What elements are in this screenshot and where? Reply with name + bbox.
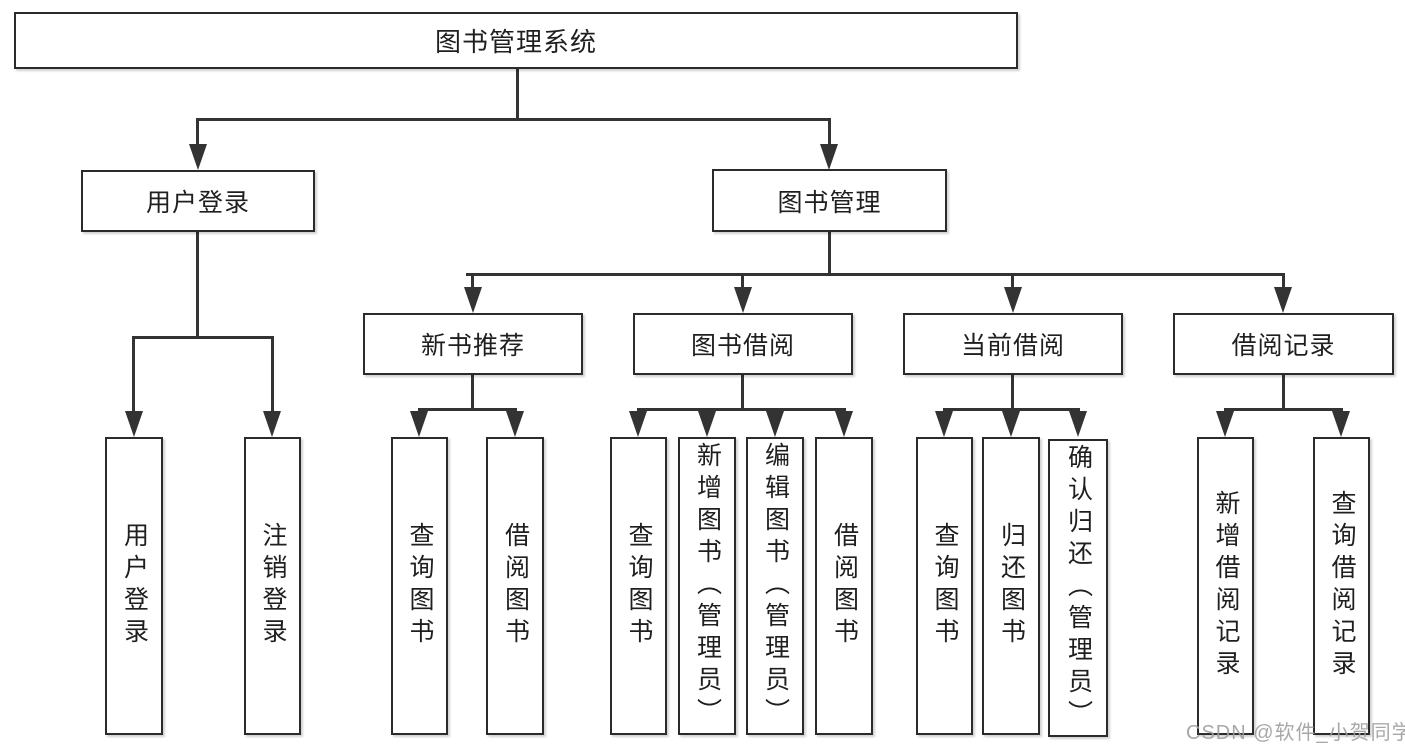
arrowhead-down-icon bbox=[1332, 411, 1350, 437]
leaf-logout: 注销登录 bbox=[244, 437, 301, 735]
connector-line bbox=[828, 230, 831, 275]
connector-line bbox=[1224, 408, 1343, 411]
leaf-return-book: 归还图书 bbox=[982, 437, 1040, 735]
node-book-management: 图书管理 bbox=[712, 169, 947, 232]
leaf-add-book-admin: 新增图书（管理员） bbox=[678, 437, 736, 735]
leaf-label: 查询借阅记录 bbox=[1328, 490, 1356, 682]
connector-line bbox=[132, 336, 274, 339]
node-borrowing-records: 借阅记录 bbox=[1173, 313, 1394, 375]
node-label: 借阅记录 bbox=[1231, 332, 1336, 360]
csdn-watermark: CSDN @软件_小贺同学 bbox=[1186, 722, 1405, 744]
connector-line bbox=[943, 408, 1080, 411]
arrowhead-down-icon bbox=[189, 144, 207, 170]
connector-line bbox=[132, 336, 135, 412]
node-label: 图书管理系统 bbox=[434, 27, 597, 57]
arrowhead-down-icon bbox=[410, 411, 428, 437]
node-label: 新书推荐 bbox=[420, 332, 525, 360]
leaf-label: 借阅图书 bbox=[830, 522, 859, 650]
connector-line bbox=[466, 273, 1285, 276]
connector-line bbox=[741, 273, 744, 289]
leaf-query-books-recommend: 查询图书 bbox=[391, 437, 448, 735]
arrowhead-down-icon bbox=[835, 411, 853, 437]
leaf-confirm-return-admin: 确认归还（管理员） bbox=[1048, 439, 1108, 737]
arrowhead-down-icon bbox=[1069, 411, 1087, 437]
arrowhead-down-icon bbox=[766, 411, 784, 437]
connector-line bbox=[828, 118, 831, 146]
arrowhead-down-icon bbox=[734, 287, 752, 313]
connector-line bbox=[1282, 273, 1285, 289]
leaf-query-books-borrowing: 查询图书 bbox=[610, 437, 667, 735]
node-label: 图书借阅 bbox=[690, 332, 795, 360]
connector-line bbox=[1282, 373, 1285, 410]
leaf-label: 确认归还（管理员） bbox=[1064, 444, 1093, 732]
leaf-label: 归还图书 bbox=[997, 522, 1026, 650]
node-user-login: 用户登录 bbox=[81, 170, 315, 232]
leaf-borrow-books-recommend: 借阅图书 bbox=[486, 437, 544, 735]
arrowhead-down-icon bbox=[698, 411, 716, 437]
node-new-book-recommendation: 新书推荐 bbox=[363, 313, 583, 375]
arrowhead-down-icon bbox=[506, 411, 524, 437]
arrowhead-down-icon bbox=[820, 144, 838, 170]
node-label: 用户登录 bbox=[145, 189, 250, 217]
leaf-label: 用户登录 bbox=[120, 522, 149, 650]
leaf-query-borrow-record: 查询借阅记录 bbox=[1313, 437, 1370, 735]
connector-line bbox=[1011, 273, 1014, 289]
connector-line bbox=[271, 336, 274, 412]
arrowhead-down-icon bbox=[629, 411, 647, 437]
leaf-label: 查询图书 bbox=[406, 522, 434, 650]
connector-line bbox=[471, 273, 474, 289]
leaf-query-books-current: 查询图书 bbox=[916, 437, 973, 735]
connector-line bbox=[196, 118, 199, 146]
arrowhead-down-icon bbox=[464, 287, 482, 313]
leaf-add-borrow-record: 新增借阅记录 bbox=[1197, 437, 1254, 735]
leaf-label: 新增图书（管理员） bbox=[693, 442, 722, 730]
arrowhead-down-icon bbox=[1002, 411, 1020, 437]
leaf-edit-book-admin: 编辑图书（管理员） bbox=[746, 437, 804, 735]
leaf-label: 新增借阅记录 bbox=[1212, 490, 1240, 682]
connector-line bbox=[1011, 373, 1014, 410]
arrowhead-down-icon bbox=[263, 411, 281, 437]
connector-line bbox=[418, 408, 517, 411]
leaf-label: 查询图书 bbox=[931, 522, 959, 650]
node-label: 图书管理 bbox=[777, 188, 882, 217]
leaf-label: 编辑图书（管理员） bbox=[761, 442, 790, 730]
connector-line bbox=[196, 230, 199, 338]
arrowhead-down-icon bbox=[935, 411, 953, 437]
leaf-label: 注销登录 bbox=[259, 522, 287, 650]
node-label: 当前借阅 bbox=[960, 332, 1065, 360]
connector-line bbox=[516, 68, 519, 118]
connector-line bbox=[741, 373, 744, 410]
leaf-label: 查询图书 bbox=[625, 522, 653, 650]
leaf-label: 借阅图书 bbox=[501, 522, 530, 650]
arrowhead-down-icon bbox=[1216, 411, 1234, 437]
connector-line bbox=[471, 373, 474, 410]
node-library-management-system: 图书管理系统 bbox=[14, 12, 1018, 69]
leaf-user-login: 用户登录 bbox=[105, 437, 163, 735]
arrowhead-down-icon bbox=[125, 411, 143, 437]
arrowhead-down-icon bbox=[1004, 287, 1022, 313]
leaf-borrow-books: 借阅图书 bbox=[815, 437, 873, 735]
node-current-borrowing: 当前借阅 bbox=[903, 313, 1123, 375]
connector-line bbox=[637, 408, 846, 411]
node-book-borrowing: 图书借阅 bbox=[633, 313, 853, 375]
arrowhead-down-icon bbox=[1274, 287, 1292, 313]
connector-line bbox=[196, 118, 831, 121]
